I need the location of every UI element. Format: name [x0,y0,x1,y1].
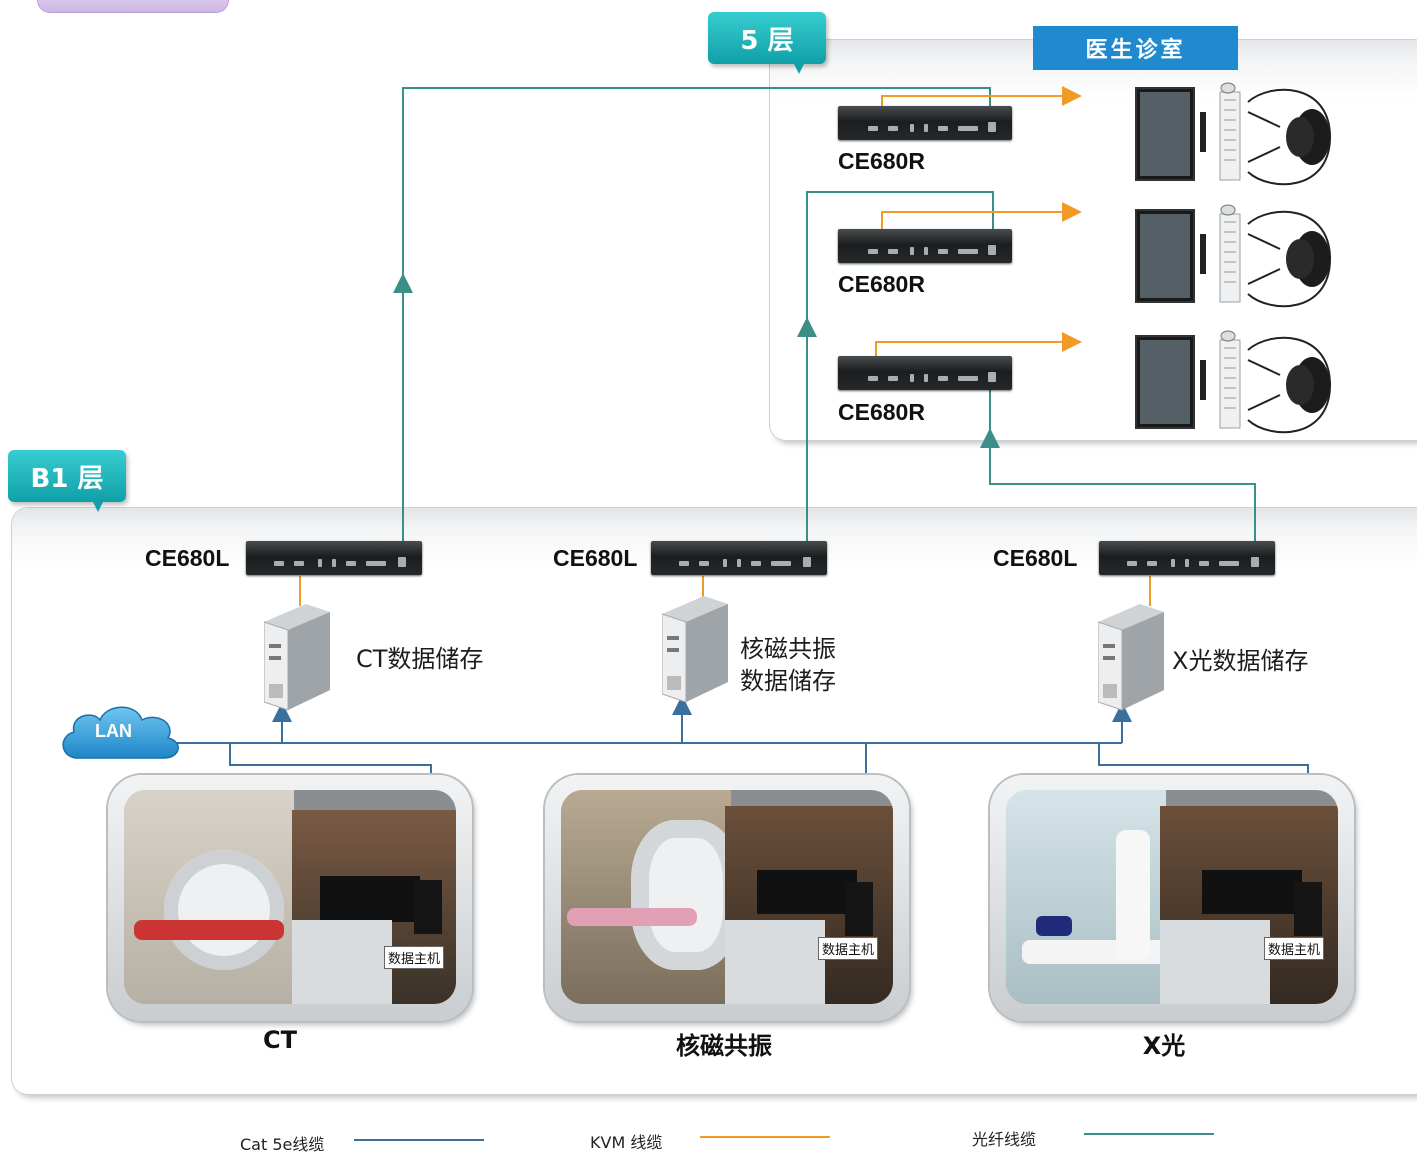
floor-tag-5f-tail [793,62,805,74]
lan-cloud-icon [62,706,179,759]
transmitter-label: CE680L [993,545,1078,571]
transmitter-device [246,541,422,575]
workstation-3 [1135,330,1331,434]
floor-tag-b1-tail [92,500,104,512]
ct-room-photo [124,790,456,1004]
room-caption: X光 [1142,1032,1186,1060]
storage-label: X光数据储存 [1172,645,1308,677]
kvm-cables [299,86,1151,606]
doctor-workstations [1135,82,1331,434]
floor-tag-b1-label: B1 层 [30,463,104,494]
storage-label-line1: 核磁共振 [740,635,836,663]
legend-label-kvm: KVM 线缆 [590,1133,663,1152]
floor-tag-5f-label: 5 层 [740,25,794,56]
lan-label: LAN [95,721,132,741]
xray-room-photo [1006,790,1338,1004]
receiver-device [838,229,1012,263]
storage-label: CT数据储存 [356,643,483,675]
legend-line-kvm [700,1136,830,1138]
storage-server-icon [1098,604,1164,711]
room-caption: CT [263,1026,297,1054]
workstation-2 [1135,204,1331,308]
corner-tag [38,0,228,12]
receiver-label: CE680R [838,148,925,174]
room-caption: 核磁共振 [676,1032,772,1060]
storage-label: 核磁共振 数据储存 [740,633,836,697]
receiver-label: CE680R [838,399,925,425]
room-title-text: 医生诊室 [1085,38,1186,63]
transmitter-device [1099,541,1275,575]
transmitter-label: CE680L [145,545,230,571]
host-label: 数据主机 [818,937,879,960]
storage-server-icon [264,604,330,711]
floor-tag-5f: 5 层 [708,12,826,64]
host-label: 数据主机 [384,946,445,969]
receiver-device [838,356,1012,390]
storage-label-line2: 数据储存 [740,667,836,695]
legend-line-fiber [1084,1133,1214,1135]
mri-room-photo [561,790,893,1004]
storage-label-line1: CT数据储存 [356,645,484,673]
room-title: 医生诊室 [1033,26,1238,70]
storage-server-icon [662,596,728,703]
fiber-cables [393,87,1256,545]
host-label: 数据主机 [1264,937,1325,960]
receiver-label: CE680R [838,271,925,297]
storage-label-line1: X光数据储存 [1172,647,1309,675]
legend-line-cat5e [354,1139,484,1141]
transmitter-label: CE680L [553,545,638,571]
floor-tag-b1: B1 层 [8,450,126,502]
legend-label-cat5e: Cat 5e线缆 [240,1135,325,1154]
transmitter-device [651,541,827,575]
legend-label-fiber: 光纤线缆 [972,1130,1037,1149]
receiver-device [838,106,1012,140]
workstation-1 [1135,82,1331,186]
